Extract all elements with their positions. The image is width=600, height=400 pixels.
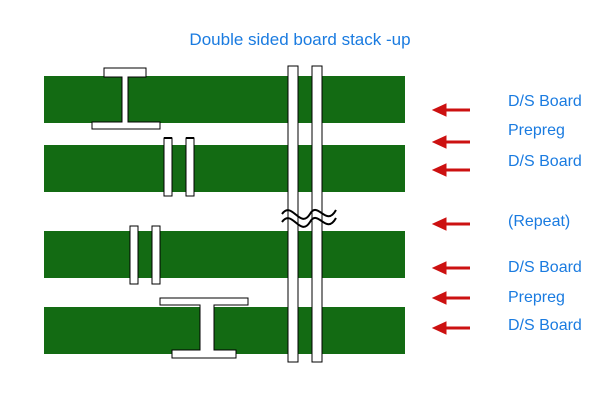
label-repeat: (Repeat) bbox=[508, 213, 571, 230]
blind-via-top-shape bbox=[91, 67, 161, 130]
label-ds-board-4: D/S Board bbox=[508, 317, 582, 334]
board-layer-1 bbox=[44, 76, 405, 123]
diagram-title: Double sided board stack -up bbox=[189, 30, 411, 49]
left-arrow-icon bbox=[431, 163, 470, 177]
board-layer-3 bbox=[44, 231, 405, 278]
arrows bbox=[431, 103, 470, 335]
left-arrow-icon bbox=[431, 135, 470, 149]
through-hole-via bbox=[281, 65, 337, 363]
left-arrow-icon bbox=[431, 291, 470, 305]
label-prepreg-1: Prepreg bbox=[508, 122, 565, 139]
left-arrow-icon bbox=[431, 103, 470, 117]
label-ds-board-1: D/S Board bbox=[508, 93, 582, 110]
buried-via-lower bbox=[129, 225, 161, 285]
left-arrow-icon bbox=[431, 261, 470, 275]
buried-via-upper bbox=[163, 137, 195, 197]
break-wave-icon bbox=[281, 208, 337, 220]
left-arrow-icon bbox=[431, 217, 470, 231]
board-layer-2 bbox=[44, 145, 405, 192]
label-ds-board-3: D/S Board bbox=[508, 259, 582, 276]
blind-via-bottom bbox=[159, 297, 249, 359]
label-prepreg-2: Prepreg bbox=[508, 289, 565, 306]
board-layer-4 bbox=[44, 307, 405, 354]
label-ds-board-2: D/S Board bbox=[508, 153, 582, 170]
left-arrow-icon bbox=[431, 321, 470, 335]
